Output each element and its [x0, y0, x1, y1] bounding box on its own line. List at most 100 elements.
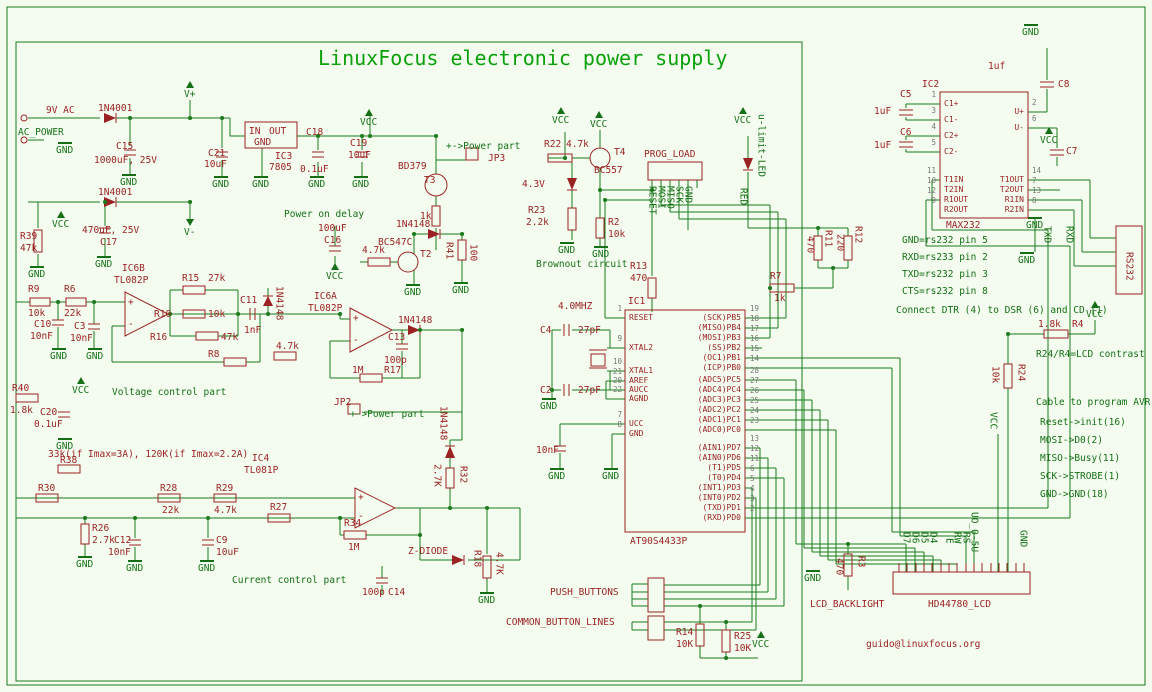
ic1-pin-label: XTAL1 [629, 366, 654, 375]
component-label: R30 [38, 483, 56, 494]
component-label: 4.7k [214, 505, 237, 516]
component-label: 1M [352, 365, 364, 376]
component-label: 33k(if Imax=3A), 120K(if Imax=2.2A) [48, 449, 249, 460]
ic1-pin-number: 8 [617, 420, 622, 429]
ic1-pin-number: 22 [612, 385, 622, 394]
component-label: LCD_BACKLIGHT [810, 599, 885, 610]
ic1-pin-number: 26 [750, 386, 760, 395]
net-label: GND [126, 560, 144, 574]
ic1-pin-number: 19 [750, 304, 760, 313]
net-label: D7 [900, 532, 912, 544]
component-label: 10k [28, 308, 46, 319]
component-label: T2 [420, 249, 432, 260]
component-label: C7 [1066, 146, 1078, 157]
ic1-pin-label: GND [629, 429, 644, 438]
ic2-pin-number: 12 [926, 186, 936, 195]
component-label: 1k [774, 293, 786, 304]
ic1-part-label: AT90S4433P [630, 536, 688, 547]
component-label: R6 [64, 284, 76, 295]
net-label: GND [1022, 24, 1040, 38]
ic1-pin-number: 14 [750, 354, 760, 363]
component-label: R28 [160, 483, 178, 494]
net-label: VCC [987, 412, 999, 430]
component-label: R7 [770, 271, 782, 282]
net-label: GND [548, 468, 566, 482]
transistor-symbols [20, 114, 611, 273]
net-label: GND [352, 176, 370, 190]
net-label: UO_0-5U [968, 512, 980, 553]
component-label: C14 [388, 587, 406, 598]
ic2-pin-label: C2- [944, 147, 959, 156]
ic1-pin-number: 4 [750, 484, 755, 493]
component-label: Z-DIODE [408, 546, 449, 557]
ic1-pin-label: AGND [629, 394, 649, 403]
net-label: Voltage control part [112, 387, 227, 398]
net-label: SCK->STROBE(1) [1040, 471, 1121, 482]
ic1-pin-label: (AIN0)PD6 [697, 453, 741, 462]
net-label: GND [86, 348, 104, 362]
ic1-pin-number: 21 [612, 367, 622, 376]
component-label: 470 [833, 558, 845, 576]
net-label: MISO [664, 186, 676, 209]
ic1-pin-label: XTAL2 [629, 343, 654, 352]
component-label: 10nF [30, 331, 53, 342]
ic2-pin-label: R2IN [1004, 205, 1024, 214]
component-label: 100p [384, 355, 407, 366]
ic1-pin-number: 17 [750, 324, 760, 333]
component-label: 9V AC [46, 105, 75, 116]
ic2-pin-label: R1OUT [944, 195, 969, 204]
net-label: VCC [734, 107, 752, 126]
component-label: R24 [1015, 364, 1027, 382]
component-label: C19 [350, 138, 368, 149]
net-label: GND [252, 176, 270, 190]
ic1-pin-label: UCC [629, 419, 644, 428]
component-label: - [128, 319, 134, 330]
ic1-pin-label: AREF [629, 376, 649, 385]
net-label: VCC [752, 631, 770, 650]
component-label: 220 [834, 234, 846, 252]
ic2-pin-label: R2OUT [944, 205, 969, 214]
net-label: VCC [52, 211, 70, 230]
net-label: GND [56, 142, 74, 156]
net-label: E [943, 538, 955, 544]
ic2-pin-label: T1OUT [999, 175, 1024, 184]
wire-network [6, 6, 1146, 686]
ic2-pin-label: C1+ [944, 99, 959, 108]
net-label: AC_POWER [18, 127, 64, 138]
component-label: R3 [855, 556, 867, 568]
net-label: GND [28, 266, 46, 280]
net-label: GND [1026, 217, 1044, 231]
component-label: 10k [208, 309, 226, 320]
ic1-pin-number: 3 [750, 494, 755, 503]
net-label: u-limit-LED [755, 114, 767, 177]
component-label: 1uF [874, 106, 892, 117]
component-label: 22k [64, 308, 82, 319]
net-label: GND [478, 592, 496, 606]
net-label: MOSI->D0(2) [1040, 435, 1103, 446]
component-label: 10nF [108, 547, 131, 558]
ic1-pin-label: (ADC1)PC1 [697, 415, 741, 424]
component-label: R25 [734, 631, 752, 642]
ic1-pin-number: 18 [750, 314, 760, 323]
component-label: 1uf [988, 61, 1006, 72]
net-label: VCC [72, 377, 90, 396]
ic1-pin-label: (ADC5)PC5 [697, 375, 741, 384]
component-label: 4.7k [566, 139, 589, 150]
component-label: C2 [540, 385, 552, 396]
net-label: GND [212, 176, 230, 190]
ic1-pin-number: 1 [617, 304, 622, 313]
component-label: 4.3V [522, 179, 545, 190]
component-label: 22k [162, 505, 180, 516]
net-label: RXD=rs233 pin 2 [902, 252, 988, 263]
net-label: TXD=rs232 pin 3 [902, 269, 988, 280]
component-label: 470 [630, 273, 648, 284]
net-label: V- [184, 219, 196, 238]
ic1-pin-label: (TXD)PD1 [702, 503, 741, 512]
net-label: GND [682, 186, 694, 204]
component-label: OUT [269, 126, 287, 137]
net-label: GND [804, 570, 822, 584]
ic2-pin-number: 7 [1032, 176, 1037, 185]
ic1-pin-number: 27 [750, 376, 760, 385]
